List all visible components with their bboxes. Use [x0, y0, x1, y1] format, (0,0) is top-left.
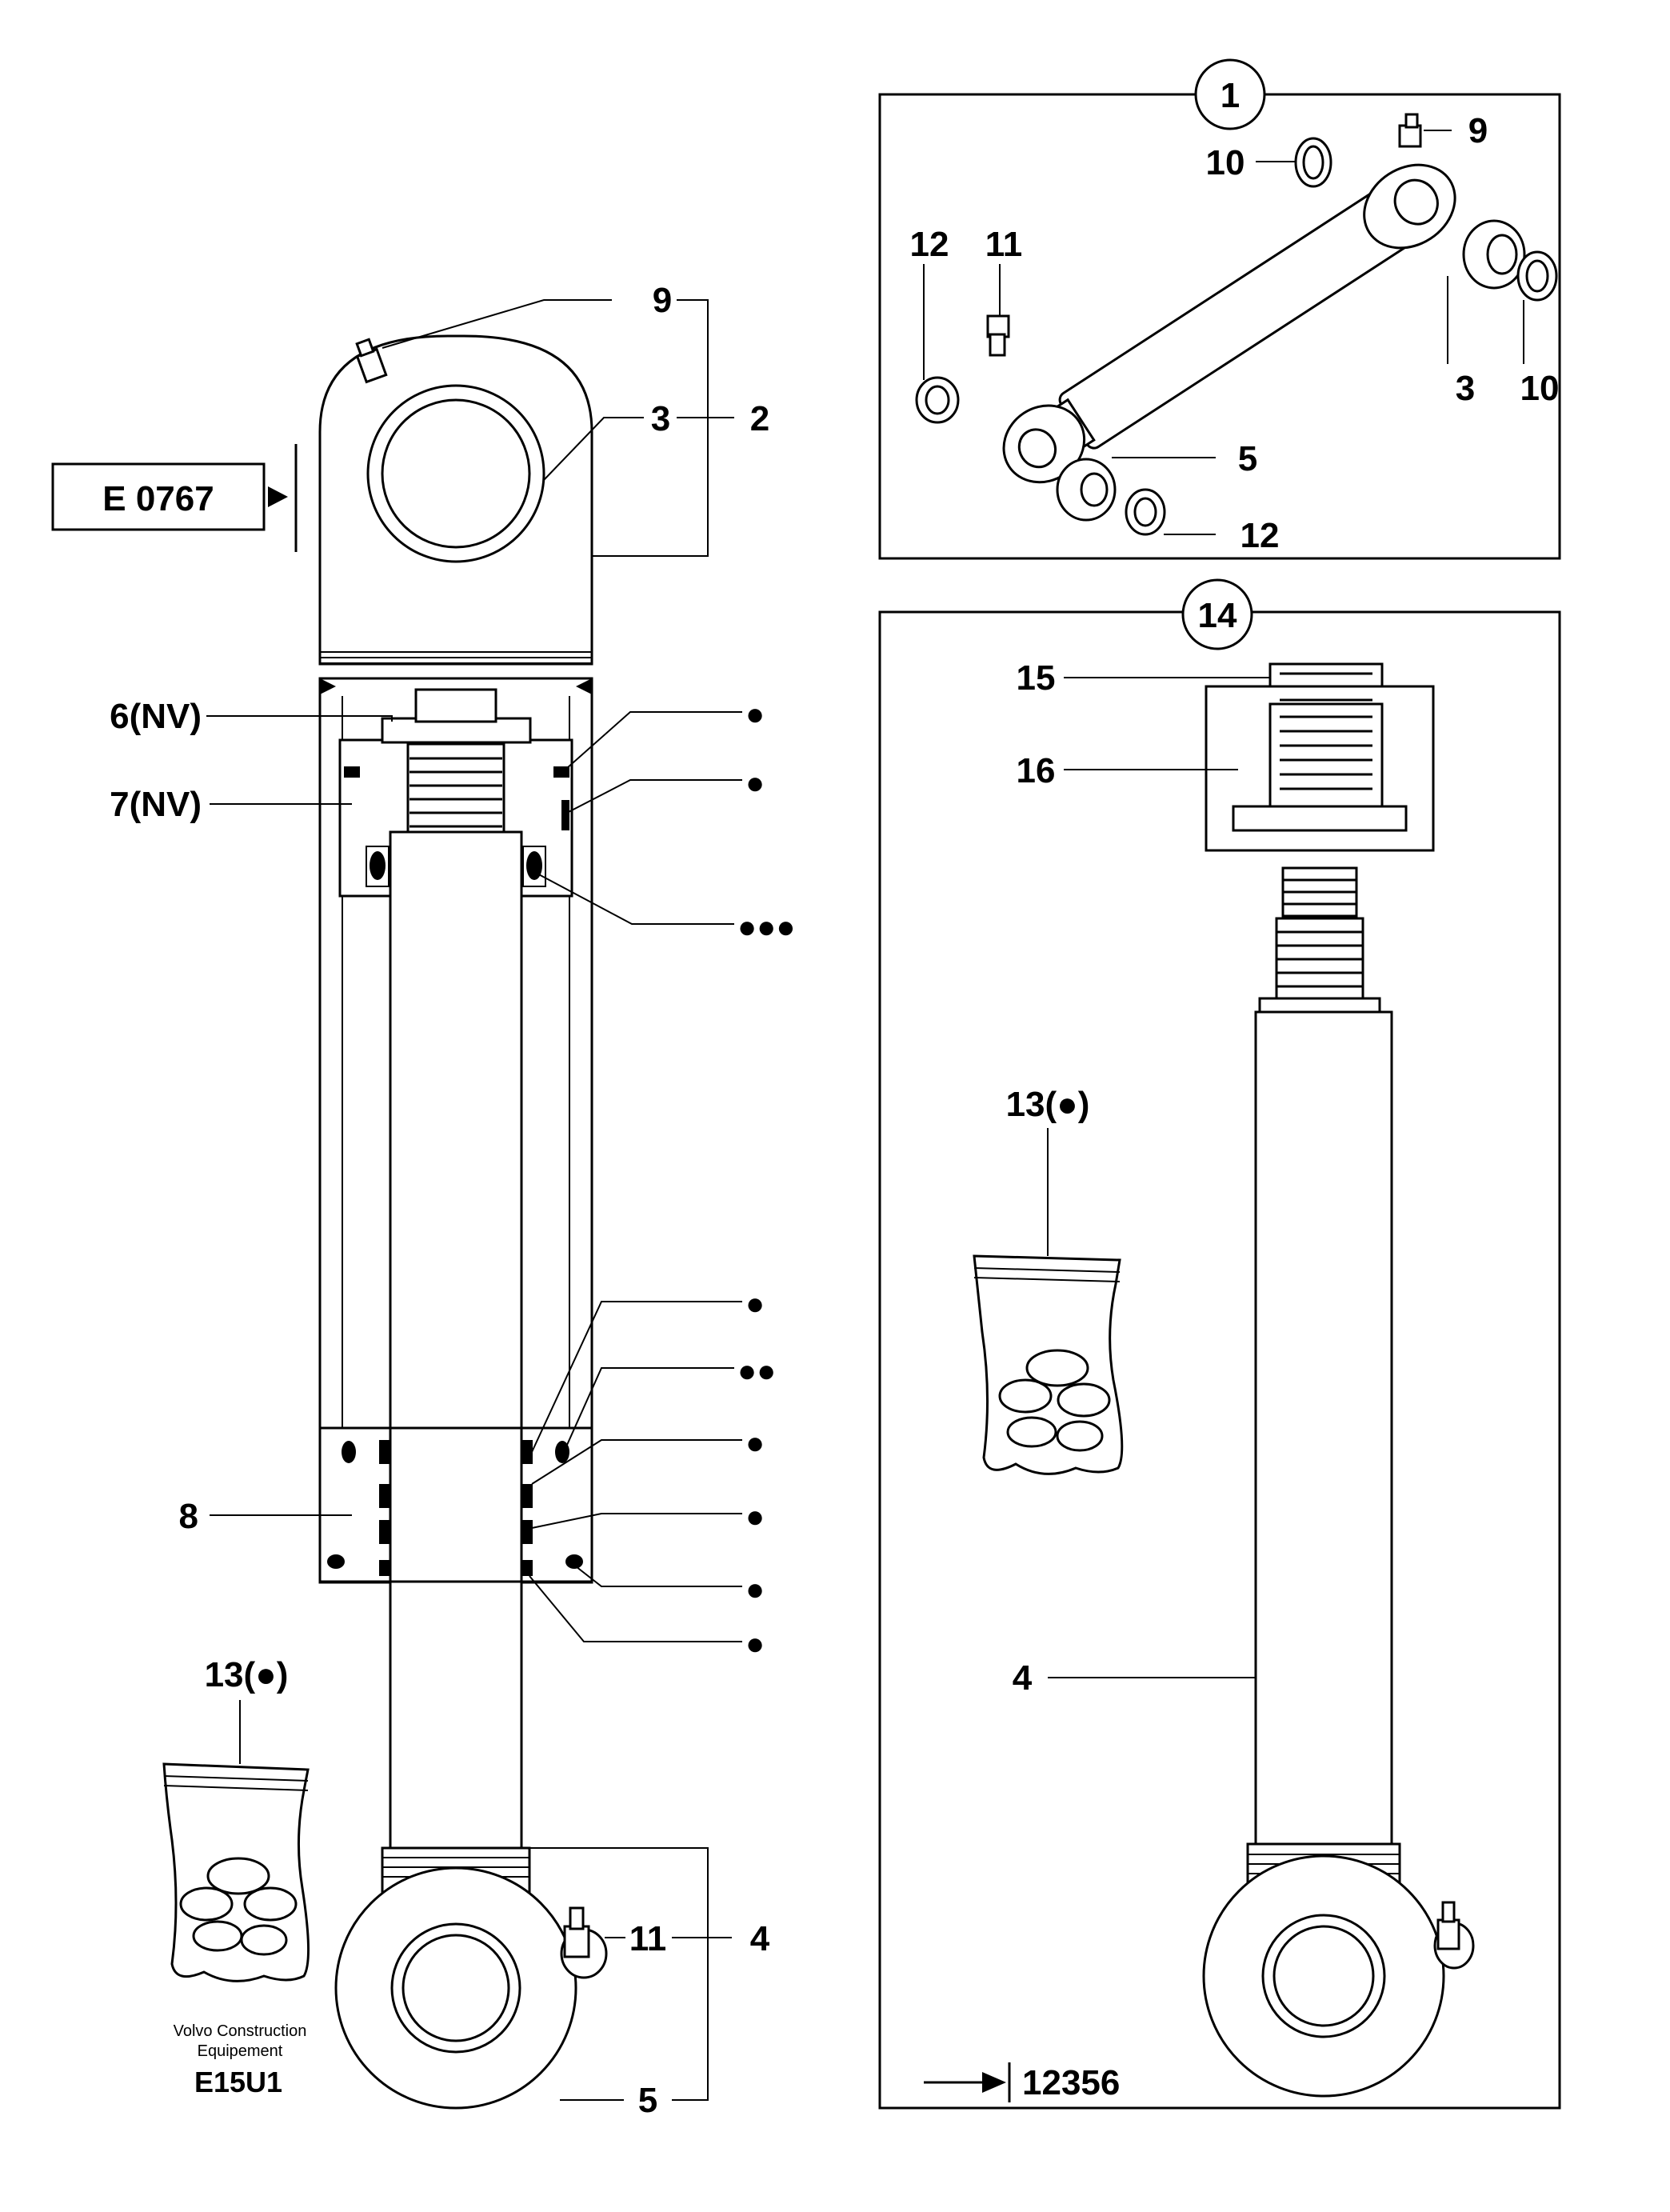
rod-end-eye: [334, 1866, 577, 2110]
p14-label-16: 16: [1017, 751, 1056, 790]
reference-box-text: E 0767: [102, 479, 214, 518]
seal-marker-6: ●: [745, 1426, 765, 1461]
panel-1-badge-text: 1: [1221, 76, 1240, 115]
washer-12-bottom: [1125, 488, 1166, 536]
panel-1-badge: [1194, 58, 1266, 130]
panel-14-badge: [1181, 578, 1253, 650]
panel-14: 14: [878, 578, 1561, 2110]
main-callout-lines: [206, 299, 742, 2101]
label-6nv: 6(NV): [110, 697, 202, 736]
panel-14-badge-text: 14: [1198, 596, 1237, 635]
figure-code: E15U1: [194, 2066, 282, 2098]
seal-marker-2: ●: [745, 766, 765, 801]
brand-line-1: Volvo Construction: [174, 2022, 307, 2040]
rod-end-eye-14: [1202, 1854, 1445, 2098]
p1-label-10-top: 10: [1206, 143, 1245, 182]
grease-nipple-panel14: [1433, 1901, 1475, 1970]
small-cylinder: [1002, 163, 1456, 484]
label-7nv: 7(NV): [110, 785, 202, 824]
label-9-main: 9: [653, 281, 672, 320]
seal-kit-bag-panel14: [973, 1254, 1124, 1475]
rod-end-eye-14-bore-outer: [1261, 1914, 1386, 2038]
brand-line-2: Equipement: [198, 2042, 283, 2060]
p1-label-12-bottom: 12: [1241, 516, 1280, 555]
grease-nipple-top: [355, 338, 388, 384]
head-eye-bore-outer: [366, 384, 545, 563]
label-13-main: 13(●): [205, 1655, 289, 1694]
p1-label-10-right: 10: [1520, 369, 1560, 408]
label-3-main: 3: [651, 399, 670, 438]
reference-box-e0767: E 0767: [51, 444, 298, 552]
seal-marker-7: ●: [745, 1499, 765, 1534]
main-cylinder-view: [318, 334, 608, 2110]
seal-marker-5: ●●: [737, 1354, 776, 1389]
washer-12-left: [915, 376, 960, 424]
p1-label-3: 3: [1456, 369, 1475, 408]
seal-marker-9: ●: [745, 1626, 765, 1662]
rod-end-eye-14-bore-inner: [1272, 1925, 1375, 2027]
grease-nipple-9-small: [1398, 124, 1422, 148]
seal-marker-8: ●: [745, 1572, 765, 1607]
rod-end-bore-inner: [402, 1934, 510, 2042]
label-5-main: 5: [638, 2081, 657, 2120]
piston-rod-4: [1254, 1010, 1393, 1850]
p14-label-4: 4: [1013, 1658, 1033, 1698]
panel-1: 1 9: [878, 58, 1561, 560]
p14-ref-number: 12356: [1022, 2063, 1120, 2102]
head-eye-bore-inner: [381, 398, 531, 549]
p14-label-15: 15: [1017, 658, 1056, 698]
seal-marker-3: ●●●: [737, 910, 795, 945]
p1-label-5: 5: [1238, 439, 1257, 478]
seal-top-left: [344, 766, 360, 778]
label-2-main: 2: [750, 399, 769, 438]
piston-rod: [389, 830, 523, 1850]
p14-label-13: 13(●): [1006, 1085, 1090, 1124]
label-4-main: 4: [750, 1919, 770, 1958]
p1-label-12-top: 12: [910, 225, 949, 264]
p1-label-11: 11: [985, 225, 1023, 264]
thread-lines-panel14: [1280, 672, 1372, 790]
seal-marker-4: ●: [745, 1286, 765, 1322]
seal-marker-1: ●: [745, 697, 765, 732]
grease-nipple-bottom: [560, 1906, 608, 1979]
p1-label-9: 9: [1468, 111, 1488, 150]
washer-10-right: [1516, 250, 1558, 302]
label-11-main: 11: [629, 1919, 667, 1958]
rod-end-bore-outer: [390, 1922, 521, 2054]
label-8: 8: [179, 1497, 198, 1536]
thread-lines-main: [410, 757, 502, 828]
seal-kit-bag-main: 13(●): [162, 1655, 310, 1982]
